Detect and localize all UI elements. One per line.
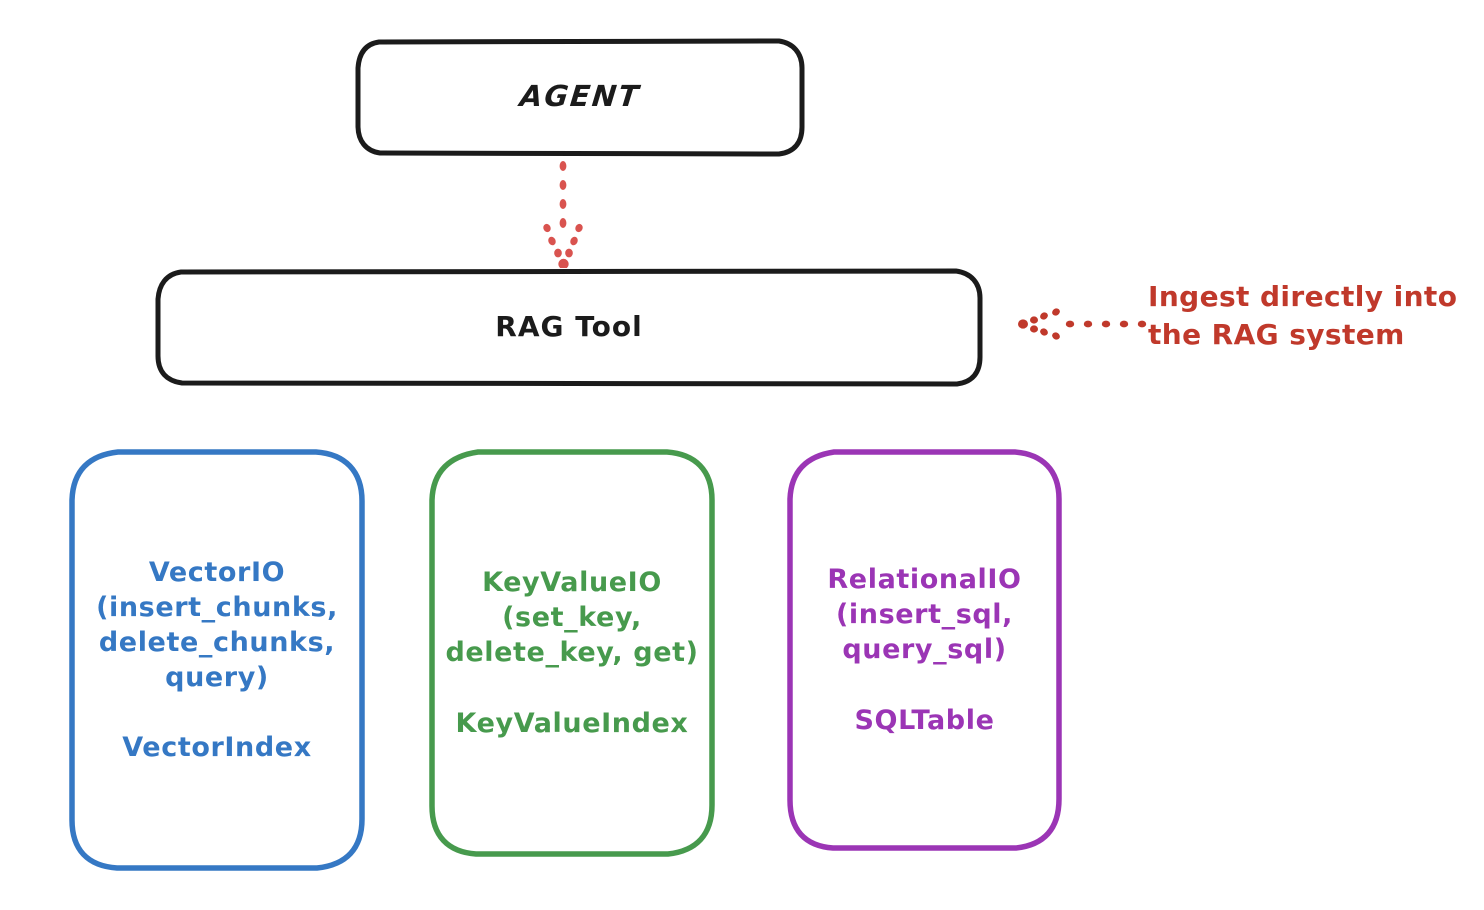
vectorio-node-outline [69,449,365,871]
ingest-into-rag-arrow [1018,308,1147,340]
ingest-annotation-text: Ingest directly into the RAG system [1148,280,1458,352]
keyvalueio-node-label: KeyValueIO (set_key, delete_key, get) Ke… [445,567,699,739]
vectorio-node-label: VectorIO (insert_chunks, delete_chunks, … [96,556,338,764]
keyvalueio-node[interactable]: KeyValueIO (set_key, delete_key, get) Ke… [428,448,716,858]
rag-tool-node-label: RAG Tool [495,309,643,343]
agent-node-label: AGENT [518,79,642,114]
vectorio-node[interactable]: VectorIO (insert_chunks, delete_chunks, … [68,448,366,872]
relationalio-node-label: RelationalIO (insert_sql, query_sql) SQL… [827,564,1022,736]
rag-tool-node[interactable]: RAG Tool [155,268,983,387]
agent-to-rag-tool-arrow [543,161,583,270]
agent-node-outline [355,38,805,157]
relationalio-node-outline [787,449,1062,851]
agent-node[interactable]: AGENT [355,38,805,157]
keyvalueio-node-outline [429,449,715,857]
rag-tool-node-outline [155,268,983,387]
relationalio-node[interactable]: RelationalIO (insert_sql, query_sql) SQL… [786,448,1063,852]
